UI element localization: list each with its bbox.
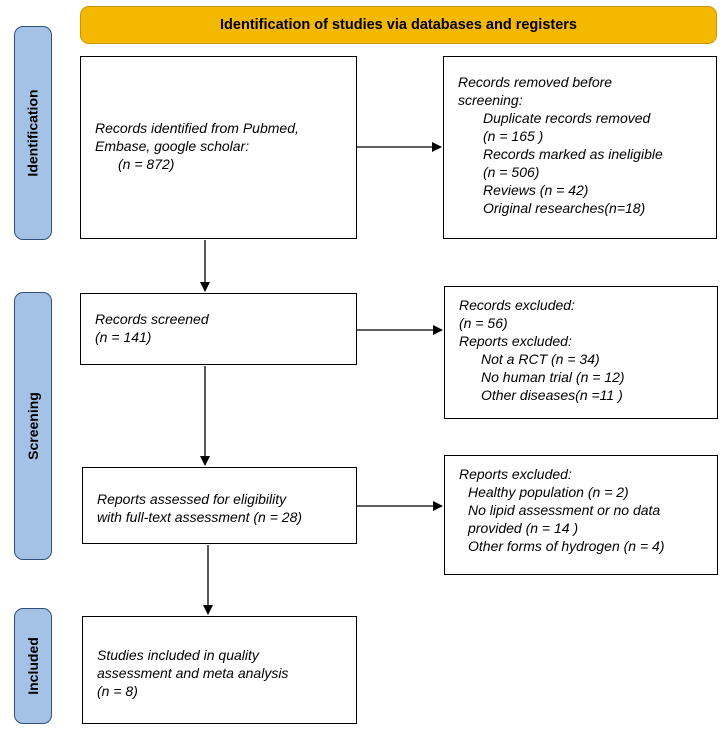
reports-excluded-heading: Reports excluded:: [459, 466, 572, 482]
excluded-not-rct: Not a RCT (n = 34): [481, 351, 600, 367]
phase-included: Included: [14, 608, 52, 724]
records-excluded-label: Records excluded:: [459, 297, 575, 313]
studies-included-line1: Studies included in quality: [97, 647, 259, 663]
excluded-healthy-population: Healthy population (n = 2): [468, 484, 629, 500]
records-removed-duplicates-count: (n = 165 ): [483, 128, 544, 144]
phase-identification: Identification: [14, 26, 52, 240]
studies-included-line2: assessment and meta analysis: [97, 665, 289, 681]
records-identified-line1: Records identified from Pubmed,: [95, 120, 299, 136]
reports-excluded-box: Reports excluded: Healthy population (n …: [444, 455, 718, 575]
records-removed-line1: Records removed before: [458, 74, 613, 90]
records-removed-ineligible-count: (n = 506): [483, 164, 540, 180]
records-screened-count: (n = 141): [95, 329, 152, 345]
header-title-bar: Identification of studies via databases …: [80, 6, 717, 44]
excluded-other-hydrogen: Other forms of hydrogen (n = 4): [468, 538, 665, 554]
records-screened-box: Records screened (n = 141): [80, 293, 357, 365]
studies-included-count: (n = 8): [97, 683, 138, 699]
records-excluded-box: Records excluded: (n = 56) Reports exclu…: [444, 286, 718, 419]
reports-assessed-line2: with full-text assessment (n = 28): [97, 509, 303, 525]
records-removed-duplicates: Duplicate records removed: [483, 110, 651, 126]
studies-included-box: Studies included in quality assessment a…: [82, 616, 357, 724]
records-removed-box: Records removed before screening: Duplic…: [443, 56, 717, 239]
records-identified-box: Records identified from Pubmed, Embase, …: [80, 56, 357, 239]
reports-assessed-box: Reports assessed for eligibility with fu…: [82, 467, 357, 544]
records-screened-label: Records screened: [95, 311, 209, 327]
records-removed-original: Original researches(n=18): [483, 200, 646, 216]
excluded-no-lipid-assessment: No lipid assessment or no data: [468, 502, 661, 518]
excluded-no-human-trial: No human trial (n = 12): [481, 369, 625, 385]
excluded-no-lipid-assessment-cont: provided (n = 14 ): [468, 520, 579, 536]
records-removed-ineligible: Records marked as ineligible: [483, 146, 663, 162]
reports-assessed-line1: Reports assessed for eligibility: [97, 491, 287, 507]
records-excluded-count: (n = 56): [459, 315, 508, 331]
reports-excluded-label: Reports excluded:: [459, 333, 572, 349]
phase-screening: Screening: [14, 292, 52, 560]
records-identified-line2: Embase, google scholar:: [95, 138, 250, 154]
header-title: Identification of studies via databases …: [220, 17, 577, 33]
records-removed-line2: screening:: [458, 92, 523, 108]
excluded-other-diseases: Other diseases(n =11 ): [481, 387, 623, 403]
records-identified-count: (n = 872): [118, 156, 175, 172]
records-removed-reviews: Reviews (n = 42): [483, 182, 589, 198]
